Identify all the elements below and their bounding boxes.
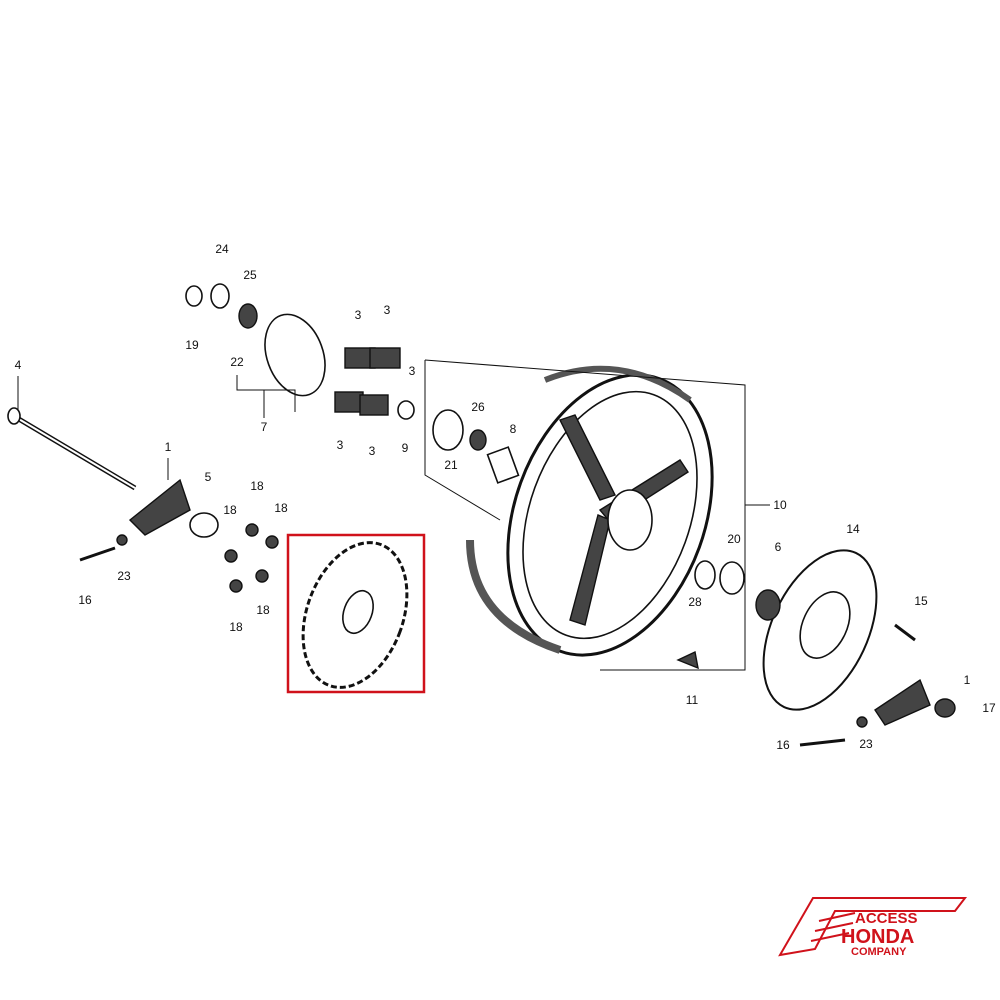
logo-line3: COMPANY [851, 946, 907, 958]
logo-wing-icon [778, 897, 968, 957]
logo-line1: ACCESS [855, 910, 918, 927]
sprocket-highlight-box[interactable] [286, 533, 426, 694]
sprocket [301, 541, 409, 689]
callout-3: 3 [384, 303, 391, 317]
callout-7: 7 [261, 420, 268, 434]
callout-28: 28 [688, 595, 702, 609]
callout-18: 18 [250, 479, 264, 493]
callout-3: 3 [355, 308, 362, 322]
callout-18: 18 [223, 503, 237, 517]
nuts-18 [224, 523, 279, 593]
callout-5: 5 [205, 470, 212, 484]
callout-17: 17 [982, 701, 996, 715]
access-honda-logo: ACCESS HONDA COMPANY [775, 893, 970, 959]
callout-16: 16 [776, 738, 790, 752]
callout-25: 25 [243, 268, 257, 282]
callout-8: 8 [510, 422, 517, 436]
callout-21: 21 [444, 458, 458, 472]
logo-line2: HONDA [841, 926, 915, 948]
callout-1: 1 [165, 440, 172, 454]
callout-6: 6 [775, 540, 782, 554]
callout-3: 3 [409, 364, 416, 378]
callout-26: 26 [471, 400, 485, 414]
wheel-assembly [466, 365, 714, 657]
callout-22: 22 [230, 355, 244, 369]
callout-23: 23 [117, 569, 131, 583]
callout-18: 18 [229, 620, 243, 634]
callout-9: 9 [402, 441, 409, 455]
callout-24: 24 [215, 242, 229, 256]
callout-20: 20 [727, 532, 741, 546]
cush-drive-hub [185, 283, 520, 484]
callout-18: 18 [274, 501, 288, 515]
chain-adjusters [79, 478, 956, 747]
callout-1: 1 [964, 673, 971, 687]
callout-16: 16 [78, 593, 92, 607]
callout-19: 19 [185, 338, 199, 352]
callout-4: 4 [15, 358, 22, 372]
callout-23: 23 [859, 737, 873, 751]
leader-lines [17, 359, 770, 671]
brake-disc [676, 549, 916, 711]
callout-11: 11 [686, 693, 699, 707]
callout-10: 10 [773, 498, 787, 512]
rear-axle [7, 407, 137, 491]
callout-3: 3 [369, 444, 376, 458]
callout-18: 18 [256, 603, 270, 617]
callout-14: 14 [846, 522, 860, 536]
callout-15: 15 [914, 594, 928, 608]
callout-3: 3 [337, 438, 344, 452]
